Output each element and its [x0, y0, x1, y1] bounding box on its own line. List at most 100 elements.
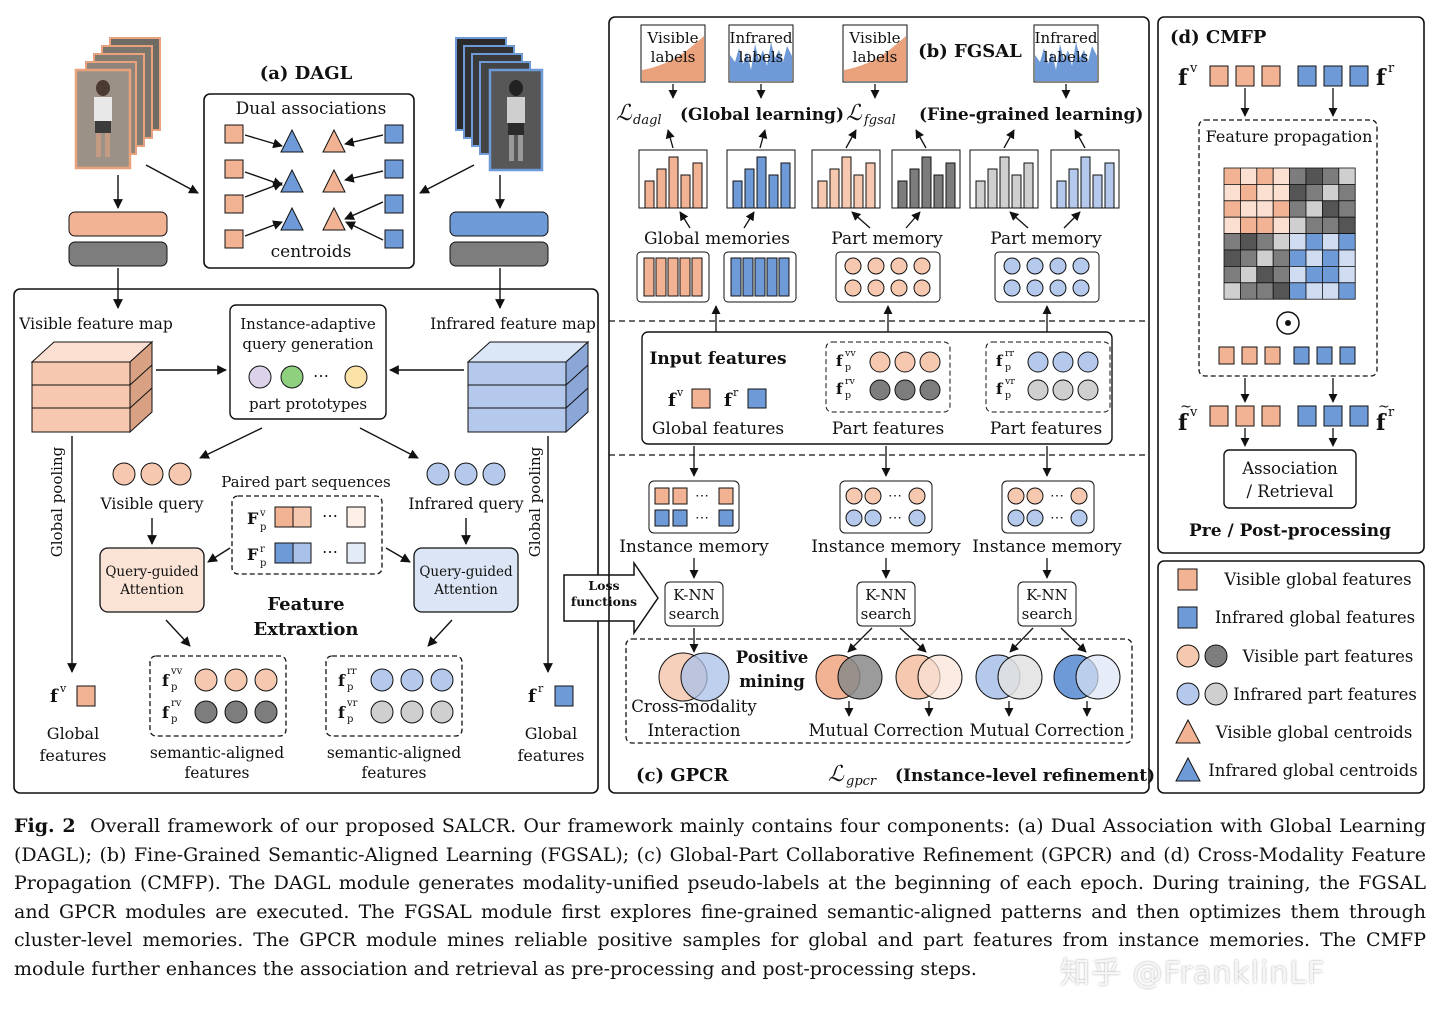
visible-semantic-line2: features [185, 764, 250, 782]
svg-text:vr: vr [346, 698, 358, 709]
fgsal-title: (b) FGSAL [918, 41, 1022, 62]
matrix-cell [1272, 183, 1290, 202]
matrix-cell [1272, 282, 1290, 300]
visible-labels-box-1: Visible labels [640, 24, 706, 83]
matrix-cell [1289, 282, 1307, 300]
svg-text:p: p [260, 558, 266, 569]
svg-text:f: f [724, 390, 733, 411]
matrix-cell [1240, 249, 1258, 267]
svg-text:⋯: ⋯ [888, 510, 902, 526]
svg-text:ℒ: ℒ [846, 101, 863, 126]
caption-label: Fig. 2 [14, 815, 76, 837]
svg-text:vr: vr [1004, 376, 1015, 387]
legend-item-3: Infrared part features [1233, 685, 1417, 704]
matrix-cell [1289, 183, 1307, 202]
global-pooling-left: Global pooling [48, 446, 66, 557]
svg-text:gpcr: gpcr [846, 774, 877, 789]
instance-memory-1: ⋯ ⋯ [648, 480, 740, 534]
feature-extraction-section: Visible feature map Infrared feature map… [13, 288, 599, 794]
matrix-cell [1305, 200, 1323, 218]
svg-text:Infrared: Infrared [730, 29, 793, 47]
svg-text:v: v [1189, 405, 1198, 420]
loss-functions-line2: functions [571, 594, 637, 609]
legend: Visible global features Infrared global … [1157, 560, 1425, 794]
paired-part-sequences-label: Paired part sequences [221, 473, 390, 491]
svg-text:⋯: ⋯ [888, 488, 902, 504]
association-arrows [244, 134, 384, 241]
matrix-cell [1256, 216, 1274, 234]
svg-text:p: p [347, 682, 353, 693]
svg-text:K-NN: K-NN [1026, 586, 1067, 604]
matrix-cell [1223, 200, 1241, 218]
svg-text:ℒ: ℒ [616, 101, 633, 126]
svg-text:r: r [733, 386, 739, 399]
svg-text:v: v [59, 682, 67, 695]
svg-text:p: p [845, 362, 851, 373]
svg-text:v: v [259, 508, 266, 519]
fgsal-gpcr-section: Visible labels Infrared labels Visible l… [608, 16, 1155, 794]
visible-global-line2: features [40, 746, 107, 765]
svg-text:f: f [1376, 410, 1387, 436]
part-memory-chart-3 [969, 149, 1039, 209]
legend-item-1: Infrared global features [1215, 608, 1415, 627]
infrared-centroid-triangles [280, 128, 304, 231]
part-memory-label-1: Part memory [831, 229, 943, 249]
matrix-cell [1289, 200, 1307, 218]
global-memory-bank-visible [636, 251, 710, 303]
infrared-global-line1: Global [525, 724, 577, 743]
matrix-cell [1223, 167, 1241, 185]
global-memory-chart-visible [638, 149, 708, 209]
svg-text:f: f [1178, 410, 1189, 436]
loss-functions-arrow: Loss functions [563, 560, 659, 636]
infrared-labels-box-1: Infrared labels [728, 24, 794, 83]
matrix-cell [1223, 233, 1241, 251]
matrix-cell [1322, 265, 1340, 284]
infrared-feature-cube [466, 340, 590, 434]
matrix-cell [1289, 216, 1307, 234]
svg-text:⋯: ⋯ [322, 542, 338, 561]
dual-associations-box [203, 93, 415, 269]
legend-item-0: Visible global features [1223, 570, 1411, 589]
visible-semantic-line1: semantic-aligned [150, 744, 284, 762]
centroids-label: centroids [271, 242, 352, 262]
visible-image-stack [74, 37, 161, 170]
infrared-global-feature-squares [384, 124, 404, 249]
legend-visible-global-swatch [1177, 568, 1198, 591]
visible-qga-line1: Query-guided [105, 564, 199, 580]
visible-backbone-bottom [68, 241, 168, 267]
watermark: 知乎 @FranklinLF [1060, 956, 1326, 991]
infrared-global-line2: features [518, 746, 585, 765]
infrared-backbone-bottom [449, 241, 549, 267]
svg-text:p: p [260, 522, 266, 533]
input-features-label: Input features [649, 349, 786, 369]
matrix-cell [1322, 216, 1340, 234]
matrix-cell [1272, 265, 1290, 284]
svg-text:Infrared: Infrared [1035, 29, 1098, 47]
matrix-cell [1223, 282, 1241, 300]
venn-global-1 [815, 654, 883, 700]
svg-text:v: v [1189, 61, 1198, 76]
infrared-qga-box [413, 547, 519, 613]
global-memory-bank-infrared [723, 251, 797, 303]
infrared-semantic-line1: semantic-aligned [327, 744, 461, 762]
framework-diagram: (a) DAGL Dual associations centroids [13, 16, 1425, 794]
matrix-cell [1338, 233, 1356, 251]
matrix-cell [1272, 167, 1290, 185]
instance-memory-2: ⋯ ⋯ [839, 480, 933, 534]
svg-text:r: r [1388, 405, 1395, 420]
matrix-cell [1322, 200, 1340, 218]
svg-text:labels: labels [739, 48, 784, 66]
infrared-query-label: Infrared query [408, 495, 523, 513]
part-memory-label-2: Part memory [990, 229, 1102, 249]
svg-text:search: search [1022, 605, 1073, 623]
dagl-title: (a) DAGL [260, 63, 353, 84]
infrared-semantic-line2: features [362, 764, 427, 782]
part-memory-chart-1 [811, 149, 881, 209]
matrix-cell [1305, 233, 1323, 251]
infrared-backbone-top [449, 211, 549, 237]
svg-text:Visible: Visible [646, 29, 698, 47]
matrix-cell [1305, 216, 1323, 234]
visible-global-feature-squares [224, 124, 244, 249]
cross-modality-line1: Cross-modality [631, 697, 757, 716]
svg-text:r: r [538, 682, 544, 695]
